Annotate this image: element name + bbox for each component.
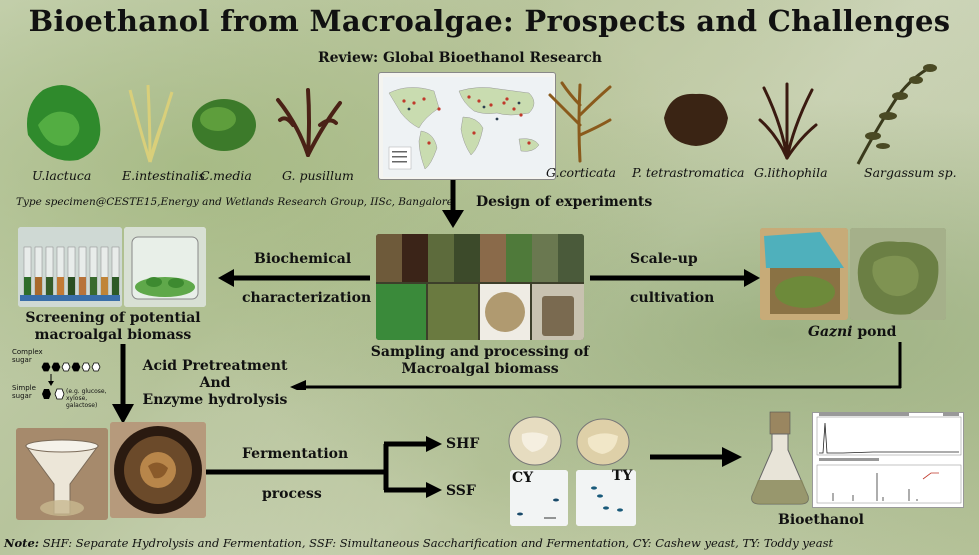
acid-label-line2: And: [199, 375, 231, 391]
species-label-e-intestinalis: E.intestinalis: [122, 168, 205, 183]
cashew-yeast-micro-image: [510, 470, 568, 526]
footnote-prefix: Note:: [4, 536, 40, 550]
bioethanol-label: Bioethanol: [778, 512, 864, 528]
cashew-yeast-plate-image: [508, 416, 562, 466]
footnote-text: SHF: Separate Hydrolysis and Fermentatio…: [39, 536, 834, 550]
shf-label: SHF: [446, 436, 480, 452]
simple-sugar-label: Simple sugar: [12, 384, 36, 400]
sampling-collage-image: [376, 234, 584, 340]
species-label-g-corticata: G.corticata: [546, 165, 616, 180]
type-specimen-note: Type specimen@CESTE15,Energy and Wetland…: [16, 196, 453, 208]
complex-sugar-label: Complex sugar: [12, 348, 43, 364]
acid-label-line3: Enzyme hydrolysis: [142, 392, 288, 408]
arrow-return-gazni: [290, 342, 902, 390]
acid-label-line1: Acid Pretreatment: [142, 358, 288, 374]
world-map-image: [378, 72, 556, 180]
screening-tubes-image: [18, 227, 122, 307]
gazni-pond-tank-image: [760, 228, 848, 320]
enteromorpha-image: [120, 80, 180, 165]
fermentation-label-line1: Fermentation: [242, 446, 349, 462]
sampling-label-line1: Sampling and processing of: [370, 344, 590, 360]
gracilaria-corticata-image: [540, 75, 620, 163]
species-label-sargassum: Sargassum sp.: [864, 165, 957, 180]
ssf-label: SSF: [446, 483, 476, 499]
biochemical-label-line2: characterization: [242, 290, 372, 306]
ty-label: TY: [612, 468, 633, 484]
arrow-right-bioethanol: [650, 447, 742, 467]
arrow-down-screening: [112, 344, 134, 424]
fermentation-label-line2: process: [262, 486, 322, 502]
scaleup-label-line1: Scale-up: [630, 251, 698, 267]
sugar-examples-label: (e.g. glucose, xylose, galactose): [66, 388, 107, 409]
screening-label-line2: macroalgal biomass: [34, 327, 192, 343]
species-label-g-lithophila: G.lithophila: [754, 165, 828, 180]
review-label: Review: Global Bioethanol Research: [318, 50, 602, 66]
screening-flask-image: [124, 227, 206, 307]
scaleup-label-line2: cultivation: [630, 290, 715, 306]
cy-label: CY: [512, 470, 534, 486]
petri-hydrolysate-image: [110, 422, 206, 518]
gazni-label-italic: Gazni: [808, 324, 853, 340]
bioethanol-flask-image: [746, 410, 814, 508]
page-title: Bioethanol from Macroalgae: Prospects an…: [28, 4, 951, 38]
gazni-label-rest: pond: [852, 324, 897, 340]
sampling-label-line2: Macroalgal biomass: [401, 361, 559, 377]
toddy-yeast-micro-image: [576, 470, 636, 526]
arrow-down-map: [442, 180, 464, 228]
gazni-pond-label: Gazni pond: [808, 324, 896, 340]
gracilaria-lithophila-image: [752, 80, 822, 160]
sargassum-image: [838, 46, 943, 166]
gc-chromatogram-image: [812, 412, 964, 508]
biochemical-label-line1: Biochemical: [254, 251, 352, 267]
species-label-u-lactuca: U.lactuca: [32, 168, 92, 183]
footnote: Note: SHF: Separate Hydrolysis and Ferme…: [4, 536, 833, 550]
species-label-c-media: C.media: [200, 168, 252, 183]
species-label-g-pusillum: G. pusillum: [282, 168, 354, 183]
screening-label-line1: Screening of potential: [25, 310, 201, 326]
arrow-fork-fermentation: [206, 436, 442, 498]
filtration-funnel-image: [16, 428, 108, 520]
arrow-right-scaleup: [590, 269, 760, 287]
arrow-left-biochemical: [218, 269, 370, 287]
chaetomorpha-image: [188, 85, 260, 157]
design-experiments-label: Design of experiments: [476, 194, 653, 210]
species-label-p-tetrastromatica: P. tetrastromatica: [632, 165, 745, 180]
sugar-schematic: Complex sugar Simple sugar (e.g. glucose…: [10, 348, 110, 410]
gelidium-image: [268, 85, 348, 157]
padina-image: [660, 88, 732, 150]
ulva-lactuca-image: [18, 75, 110, 167]
gazni-pond-harvest-image: [850, 228, 946, 320]
toddy-yeast-plate-image: [576, 418, 630, 466]
